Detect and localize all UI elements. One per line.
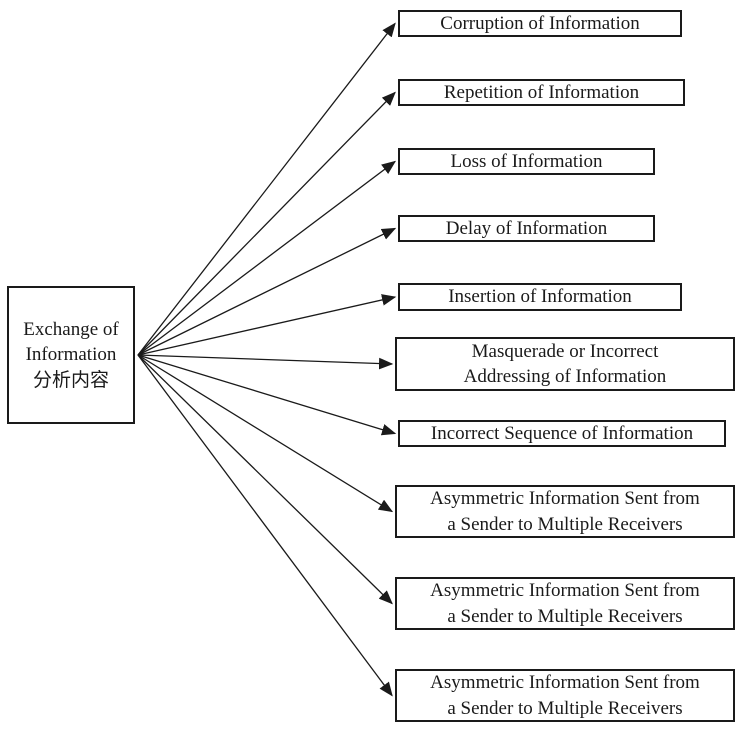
arrow-connector	[137, 91, 396, 356]
arrow-connector	[137, 160, 397, 356]
target-node-label: Asymmetric Information Sent from a Sende…	[430, 488, 700, 535]
arrow-connector	[137, 354, 393, 605]
target-node-delay-of-information: Delay of Information	[398, 215, 655, 242]
target-node-corruption-of-information: Corruption of Information	[398, 10, 682, 37]
target-node-label: Asymmetric Information Sent from a Sende…	[430, 672, 700, 719]
target-node-incorrect-sequence-of-information: Incorrect Sequence of Information	[398, 420, 726, 447]
target-node-label: Insertion of Information	[448, 286, 632, 308]
target-node-label: Repetition of Information	[443, 81, 640, 103]
target-node-label: Masquerade or Incorrect Addressing of In…	[463, 340, 667, 387]
arrow-connector	[137, 22, 396, 356]
target-node-label: Incorrect Sequence of Information	[430, 422, 694, 444]
target-node-label: Corruption of Information	[440, 12, 640, 34]
target-node-label: Loss of Information	[450, 150, 603, 172]
arrow-connector	[137, 227, 397, 356]
target-node-asymmetric-information-1: Asymmetric Information Sent from a Sende…	[395, 485, 735, 538]
target-node-loss-of-information: Loss of Information	[398, 148, 655, 175]
arrow-connector	[137, 354, 394, 513]
arrow-connector	[137, 354, 394, 370]
target-node-label: Asymmetric Information Sent from a Sende…	[430, 580, 700, 627]
arrow-connector	[137, 354, 393, 697]
target-node-label: Delay of Information	[445, 217, 608, 239]
arrow-connector	[137, 354, 397, 436]
target-node-insertion-of-information: Insertion of Information	[398, 283, 682, 311]
source-node-exchange-of-information: Exchange of Information 分析内容	[7, 286, 135, 424]
target-node-asymmetric-information-3: Asymmetric Information Sent from a Sende…	[395, 669, 735, 722]
target-node-masquerade-or-incorrect-addressing: Masquerade or Incorrect Addressing of In…	[395, 337, 735, 391]
source-node-label: Exchange of Information 分析内容	[23, 319, 119, 391]
target-node-repetition-of-information: Repetition of Information	[398, 79, 685, 106]
arrow-connector	[137, 294, 397, 356]
target-node-asymmetric-information-2: Asymmetric Information Sent from a Sende…	[395, 577, 735, 630]
